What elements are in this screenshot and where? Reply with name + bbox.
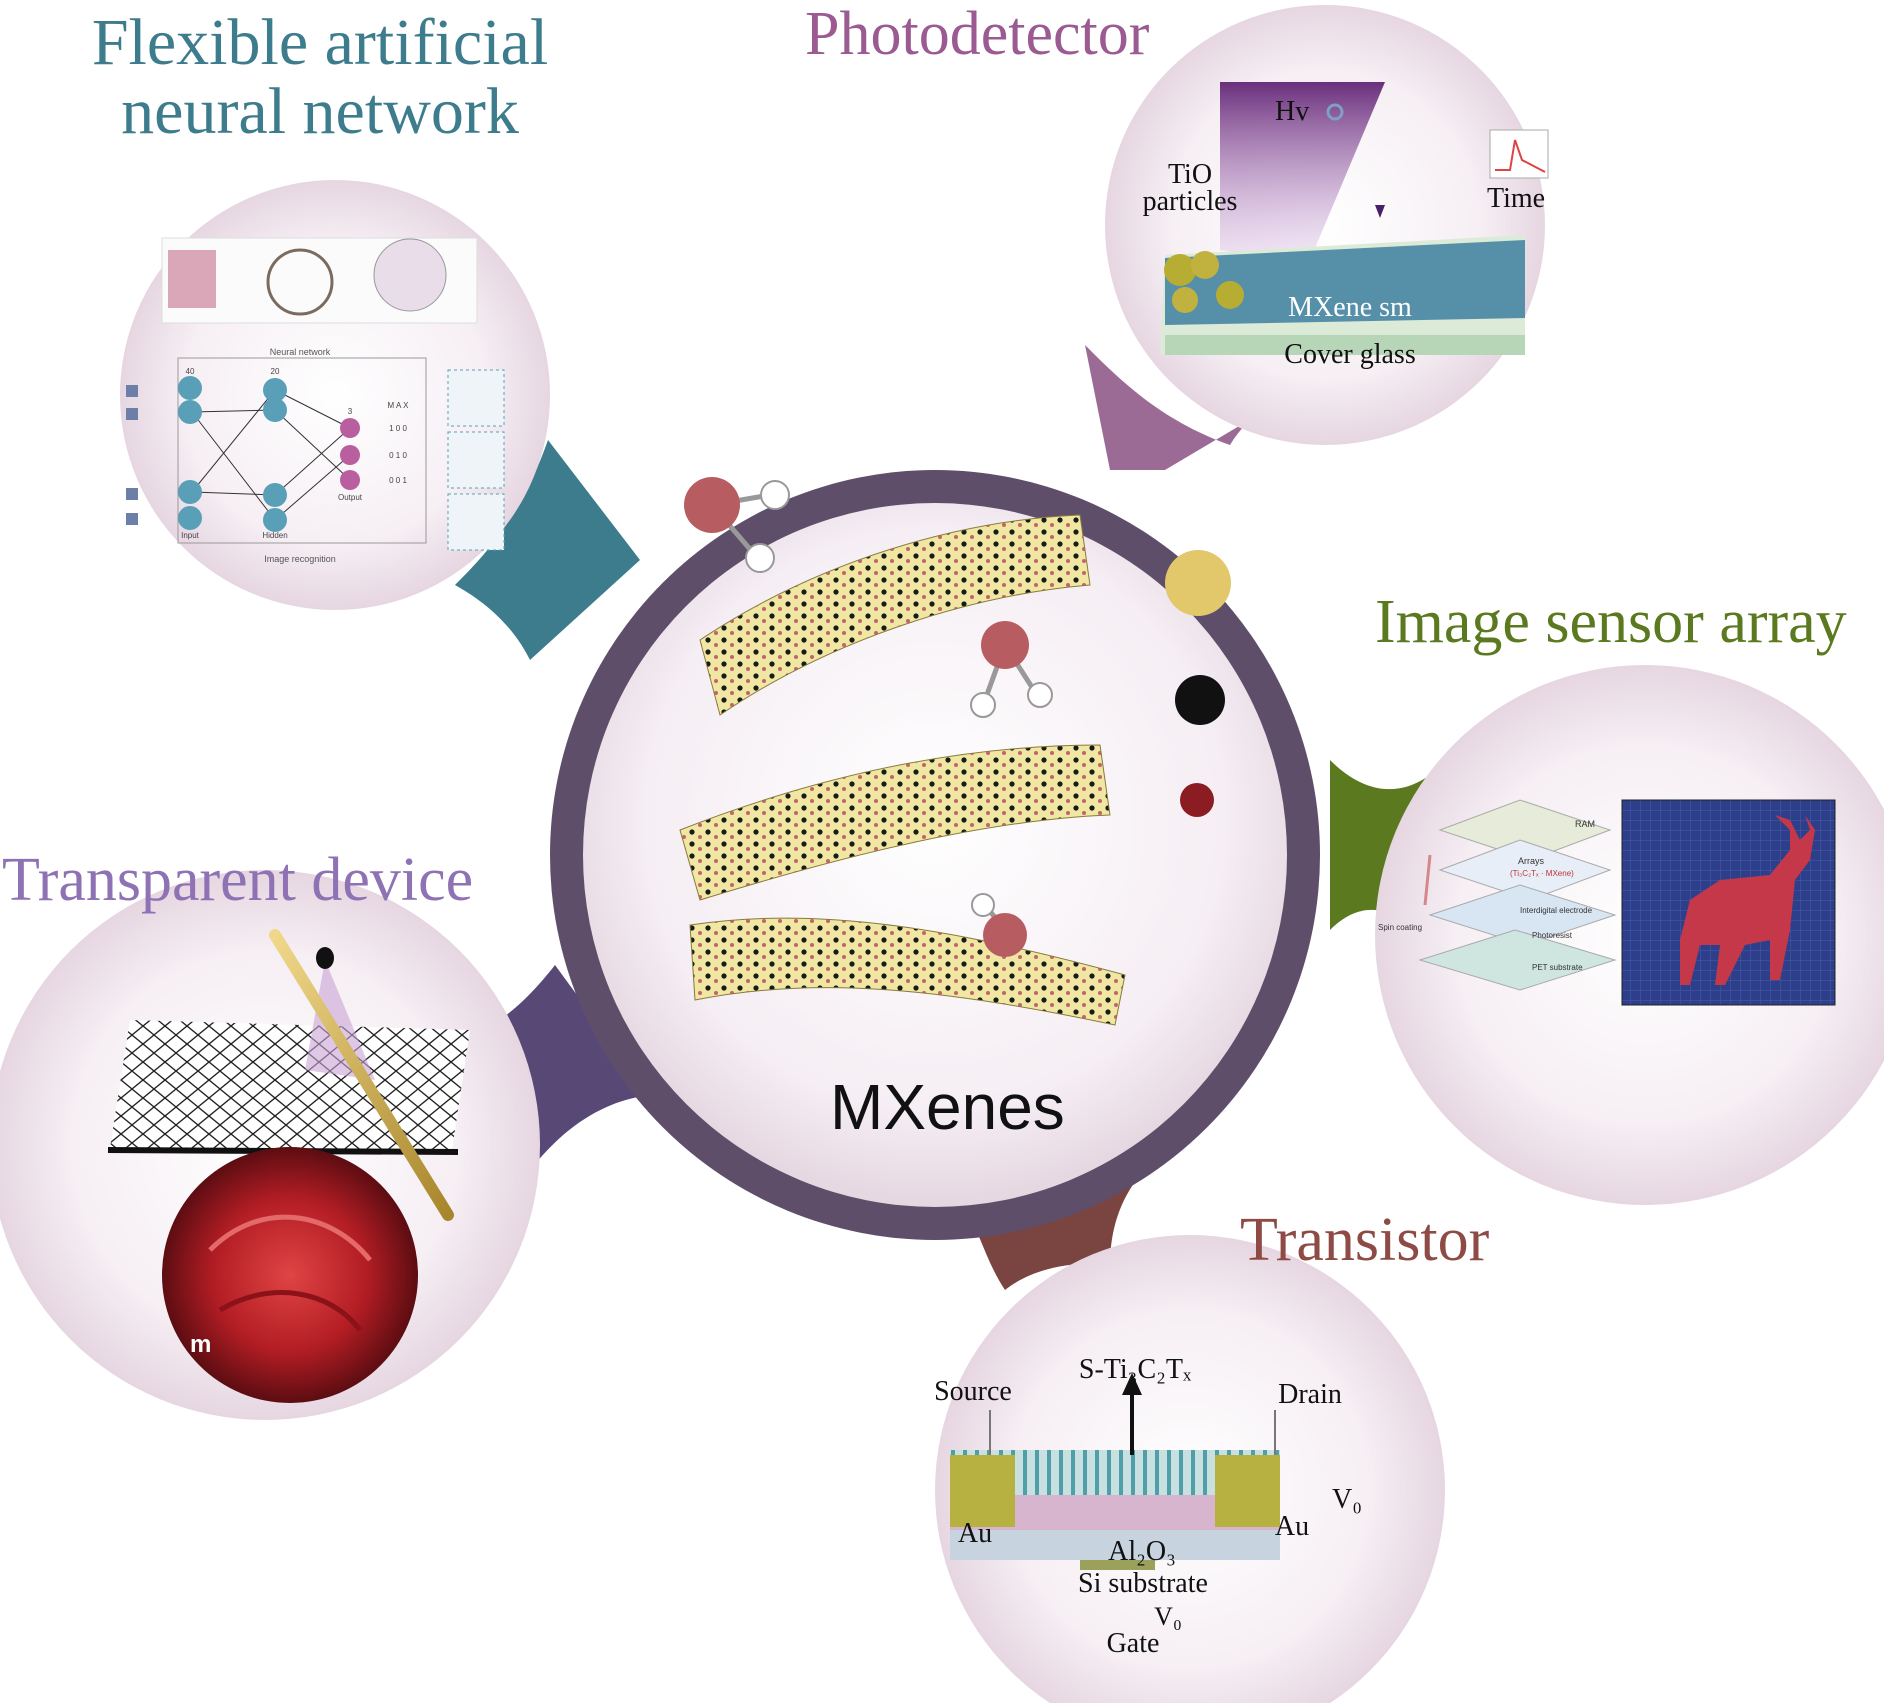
transistor-au-right: Au xyxy=(1275,1511,1309,1542)
sensor-ram: RAM xyxy=(1575,819,1595,829)
transistor-v0-right: V₀ xyxy=(1332,1484,1362,1515)
title-photodetector: Photodetector xyxy=(805,0,1150,68)
photodetector-time: Time xyxy=(1487,183,1545,214)
sensor-arrays-sub: (Ti₃C₂Tₓ · MXene) xyxy=(1510,869,1574,878)
sensor-spin: Spin coating xyxy=(1378,923,1422,932)
title-image-sensor: Image sensor array xyxy=(1375,588,1847,656)
transistor-au-left: Au xyxy=(958,1518,992,1549)
photodetector-panel xyxy=(1160,82,1549,355)
image-sensor-panel xyxy=(1418,799,1836,1006)
transistor-v0-gate: V₀ xyxy=(1154,1602,1182,1631)
transistor-gate: Gate xyxy=(1107,1628,1160,1659)
photodetector-tio-line2: particles xyxy=(1143,186,1238,217)
ann-panel xyxy=(126,237,505,551)
sensor-photoresist: Photoresist xyxy=(1532,931,1573,940)
photodetector-cover: Cover glass xyxy=(1284,339,1415,370)
ann-n1-label: 40 xyxy=(186,367,195,376)
connector-ann xyxy=(455,440,640,660)
ann-image-recognition-label: Image recognition xyxy=(264,554,336,564)
photodetector-hv: Hv xyxy=(1275,96,1309,127)
photodetector-mxene: MXene sm xyxy=(1288,292,1412,323)
transistor-source: Source xyxy=(934,1376,1012,1407)
center-label: MXenes xyxy=(830,1071,1065,1143)
transistor-si: Si substrate xyxy=(1078,1568,1208,1599)
bubble-photodetector xyxy=(1105,5,1545,445)
sensor-pet: PET substrate xyxy=(1532,963,1583,972)
legend-atom-yellow xyxy=(1165,550,1231,616)
ann-output-label: Output xyxy=(338,493,363,502)
hydroxyl-molecule-3 xyxy=(971,893,1027,957)
title-transistor: Transistor xyxy=(1240,1206,1490,1274)
ann-neural-label: Neural network xyxy=(270,347,331,357)
title-ann-line1: Flexible artificial xyxy=(91,6,549,79)
legend-atom-red xyxy=(1180,783,1214,817)
sensor-interdigital: Interdigital electrode xyxy=(1520,906,1593,915)
transistor-channel: S-Ti₃C₂Tₓ xyxy=(1079,1354,1192,1385)
transparent-scale: m xyxy=(190,1331,211,1358)
transistor-al2o3: Al₂O₃ xyxy=(1108,1536,1176,1567)
connector-photodetector xyxy=(1085,345,1300,470)
ann-n2-label: 20 xyxy=(271,367,280,376)
transistor-drain: Drain xyxy=(1278,1379,1342,1410)
transparent-device-panel xyxy=(107,929,470,1403)
hydroxyl-molecule-2 xyxy=(970,621,1053,718)
legend-atom-black xyxy=(1175,675,1225,725)
title-ann-line2: neural network xyxy=(121,75,519,149)
ann-row1: 1 0 0 xyxy=(389,424,407,433)
ann-row2: 0 1 0 xyxy=(389,451,407,460)
ann-max-label: M A X xyxy=(388,401,410,410)
hydroxyl-molecule-1 xyxy=(684,477,790,573)
title-ann: Flexible artificial neural network xyxy=(85,8,555,147)
transistor-panel xyxy=(950,1373,1280,1570)
photodetector-tio-line1: TiO xyxy=(1168,159,1212,190)
ann-row3: 0 0 1 xyxy=(389,476,407,485)
ann-hidden-label: Hidden xyxy=(262,531,287,540)
mxene-layers xyxy=(679,514,1126,1026)
ann-input-label: Input xyxy=(181,531,200,540)
sensor-arrays: Arrays xyxy=(1518,856,1545,866)
title-transparent: Transparent device xyxy=(2,846,474,914)
ann-n3-label: 3 xyxy=(348,407,353,416)
